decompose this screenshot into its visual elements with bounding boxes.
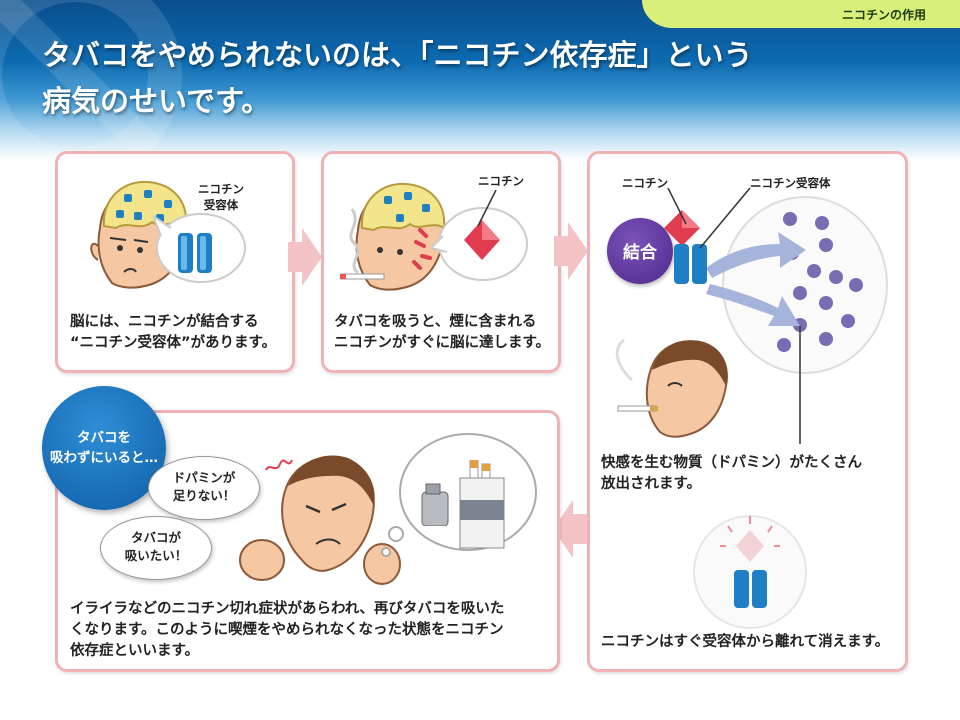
speech-bubble-dopamine: ドパミンが 足りない！ [148,456,260,520]
page-title-line2: 病気のせいです。 [42,84,271,118]
condition-bubble-line2: 吸わずにいると… [50,450,158,466]
section-tag-label: ニコチンの作用 [841,8,926,22]
page-title-line1: タバコをやめられないのは、「ニコチン依存症」という [42,38,753,72]
nicotine-label: ニコチン [478,174,524,188]
smoking-man-icon [340,182,446,291]
irritated-man-icon [239,455,401,585]
section-tag: ニコチンの作用 [642,0,960,28]
pleased-smoking-man-icon [615,338,728,438]
bind-badge: 結合 [607,218,673,284]
panel4-caption: イライラなどのニコチン切れ症状があらわれ、再びタバコを吸いた くなります。このよ… [70,601,505,659]
lighter-icon [421,483,449,526]
arrow-left-icon [553,500,587,558]
arrow-right-icon [554,222,588,280]
nicotine-diamond-icon [464,220,500,260]
arrow-right-icon [288,228,322,286]
panel2-caption: タバコを吸うと、煙に含まれる ニコチンがすぐに脳に達します。 [334,314,551,351]
panel3-caption: 快感を生む物質（ドパミン）がたくさん 放出されます。 [601,455,862,492]
page-title: タバコをやめられないのは、「ニコチン依存症」という 病気のせいです。 [42,32,753,124]
receptor-label: ニコチン受容体 [750,176,831,190]
speech-bubble-craving: タバコが 吸いたい！ [100,516,212,580]
receptor-icon [178,233,212,273]
receptor-label: ニコチン 受容体 [198,182,244,212]
smoke-icon [349,208,360,275]
cigarette-pack-icon [459,460,505,549]
detached-receptor-icon [693,515,807,629]
leader-lines [667,187,801,444]
panel1-caption: 脳には、ニコチンが結合する “ニコチン受容体”があります。 [70,314,277,351]
condition-bubble: タバコを 吸わずにいると… [42,386,166,510]
dopamine-bubble-icon [722,196,888,374]
panel3-caption2: ニコチンはすぐ受容体から離れて消えます。 [601,634,890,650]
release-arrows-icon [706,232,806,326]
leader-line [477,190,497,227]
nicotine-label: ニコチン [622,176,668,190]
condition-bubble-line1: タバコを [77,430,131,446]
receptor-nicotine-bound-icon [664,210,707,284]
